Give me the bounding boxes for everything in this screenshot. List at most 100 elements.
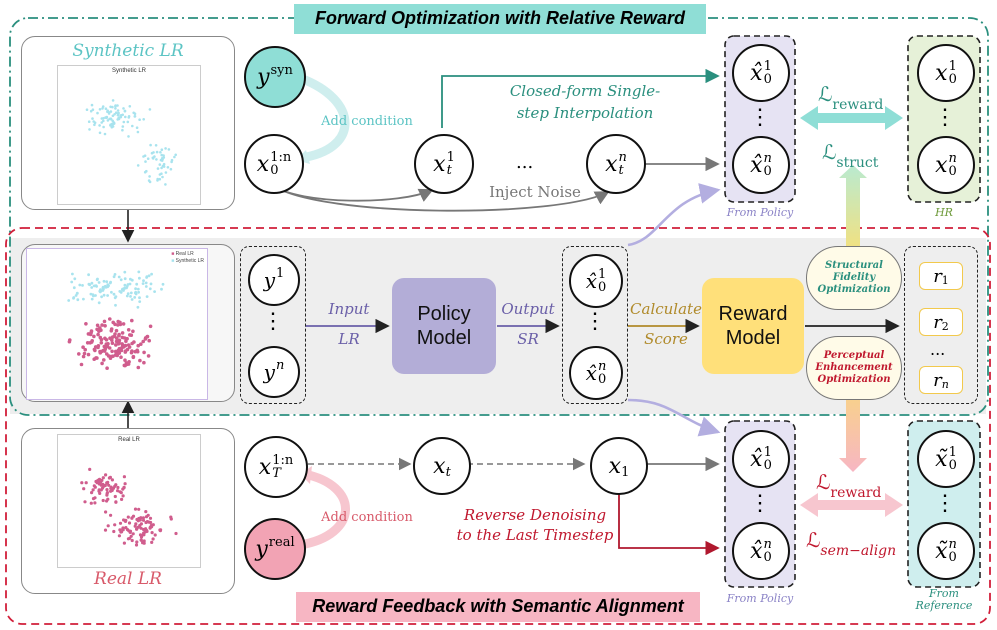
scatter-dot (150, 540, 154, 544)
scatter-dot (102, 293, 106, 297)
scatter-dot (142, 360, 146, 365)
scatter-dot (160, 166, 163, 170)
scatter-dot (145, 295, 149, 298)
reward-loss-arrow-bottom (800, 493, 903, 517)
synthetic-plot-title: Synthetic LR (111, 68, 147, 74)
scatter-dot (99, 483, 103, 487)
vdots-policy-top: ⋮ (749, 105, 771, 130)
scatter-dot (101, 476, 105, 480)
inject-noise-label: Inject Noise (489, 183, 581, 201)
scatter-dot (106, 110, 109, 113)
scatter-dot (161, 175, 164, 179)
scatter-dot (139, 538, 143, 542)
scatter-dot (149, 520, 153, 525)
scatter-dot (144, 510, 148, 514)
scatter-dot (109, 486, 113, 490)
output-label-1: Output (501, 300, 555, 318)
scatter-dot (119, 491, 123, 495)
scatter-dot (126, 328, 131, 332)
scatter-dot (123, 350, 128, 354)
scatter-dot (169, 167, 173, 171)
scatter-dot (170, 160, 173, 164)
scatter-dot (105, 280, 109, 284)
scatter-dot (113, 322, 117, 327)
scatter-dot (103, 347, 107, 351)
scatter-dot (153, 290, 156, 293)
scatter-dot (142, 350, 146, 355)
scatter-dot (160, 157, 164, 160)
scatter-dot (129, 277, 132, 281)
struct-arrow (839, 165, 867, 256)
scatter-dot (97, 281, 101, 284)
scatter-dot (117, 275, 121, 279)
scatter-dot (93, 485, 97, 489)
loss-reward-bottom: ℒreward (816, 470, 882, 501)
scatter-dot (137, 290, 140, 294)
scatter-dot (97, 301, 101, 305)
scatter-dot (117, 333, 121, 338)
scatter-dot (148, 516, 153, 520)
scatter-dot (169, 517, 173, 521)
scatter-dot (90, 103, 94, 107)
scatter-dot (124, 115, 127, 119)
scatter-dot (143, 337, 148, 341)
scatter-dot (129, 291, 133, 295)
scatter-dot (135, 348, 139, 353)
output-sr-box (562, 246, 628, 404)
input-lr-box (240, 246, 306, 404)
scatter-dot (113, 523, 117, 527)
scatter-dot (103, 336, 107, 341)
scatter-dot (167, 148, 171, 151)
scatter-dot (88, 332, 93, 337)
scatter-dot (122, 486, 126, 490)
scatter-dot (121, 128, 124, 132)
scatter-dot (138, 118, 141, 121)
scatter-dot (76, 298, 80, 302)
scatter-dot (133, 507, 138, 511)
loss-struct: ℒstruct (822, 140, 879, 171)
scatter-dot (91, 117, 94, 120)
scatter-dot (83, 500, 87, 504)
scatter-dot (142, 118, 145, 121)
scatter-dot (97, 489, 101, 493)
scatter-dot (135, 126, 139, 129)
scatter-dot (83, 347, 87, 352)
scatter-dot (91, 497, 96, 501)
scatter-dot (109, 513, 113, 517)
scatter-dot (173, 155, 176, 159)
scatter-dot (94, 284, 98, 288)
mixed-lr-panel: ■ Real LR ■ Synthetic LR (21, 244, 235, 402)
scatter-dot (144, 281, 148, 285)
scatter-dot (78, 283, 82, 287)
scatter-dot (114, 111, 118, 114)
scatter-dot (116, 113, 120, 117)
scatter-dot (103, 284, 107, 288)
nodes-ellipsis: ... (516, 152, 534, 173)
scatter-dot (122, 107, 125, 110)
scatter-dot (98, 124, 101, 127)
scatter-dot (125, 347, 130, 352)
scatter-dot (129, 295, 132, 298)
scatter-dot (119, 348, 124, 353)
scatter-dot (113, 113, 116, 116)
scatter-dot (98, 351, 103, 355)
reward-loss-arrow-top (800, 106, 903, 130)
scatter-dot (151, 156, 155, 160)
scatter-dot (113, 484, 117, 488)
scatter-dot (116, 104, 119, 107)
real-lr-panel: Real LR Real LR (21, 428, 235, 594)
top-header: Forward Optimization with Relative Rewar… (314, 8, 686, 28)
vdots-ref: ⋮ (934, 491, 956, 516)
scatter-dot (79, 362, 84, 367)
closed-form-label-2: step Interpolation (516, 104, 654, 122)
